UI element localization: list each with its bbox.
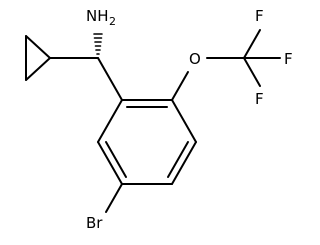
- bond: [105, 141, 127, 178]
- bond: [105, 183, 123, 213]
- bond: [25, 57, 51, 81]
- bond: [171, 141, 197, 185]
- bromine-label: Br: [86, 214, 103, 232]
- amine-label: NH: [86, 7, 109, 25]
- bond: [171, 99, 197, 143]
- benzene-ring: [97, 99, 197, 185]
- chemical-structure: NH 2 O F F F Br: [25, 7, 293, 232]
- bond: [171, 71, 189, 101]
- bond: [97, 99, 123, 143]
- oxygen-label: O: [189, 50, 201, 68]
- fluorine-label-bottom: F: [255, 90, 264, 108]
- bond: [97, 57, 123, 101]
- bond: [167, 141, 189, 178]
- cyclopropyl-ring: [25, 35, 51, 81]
- bond: [243, 57, 261, 87]
- bond: [243, 29, 261, 59]
- fluorine-label-top: F: [255, 7, 264, 25]
- bond: [25, 35, 51, 59]
- hashed-wedge-bond: [93, 33, 103, 55]
- fluorine-label-right: F: [284, 50, 293, 68]
- amine-subscript: 2: [109, 15, 116, 28]
- structure-canvas: NH 2 O F F F Br: [25, 7, 293, 232]
- bond: [97, 141, 123, 185]
